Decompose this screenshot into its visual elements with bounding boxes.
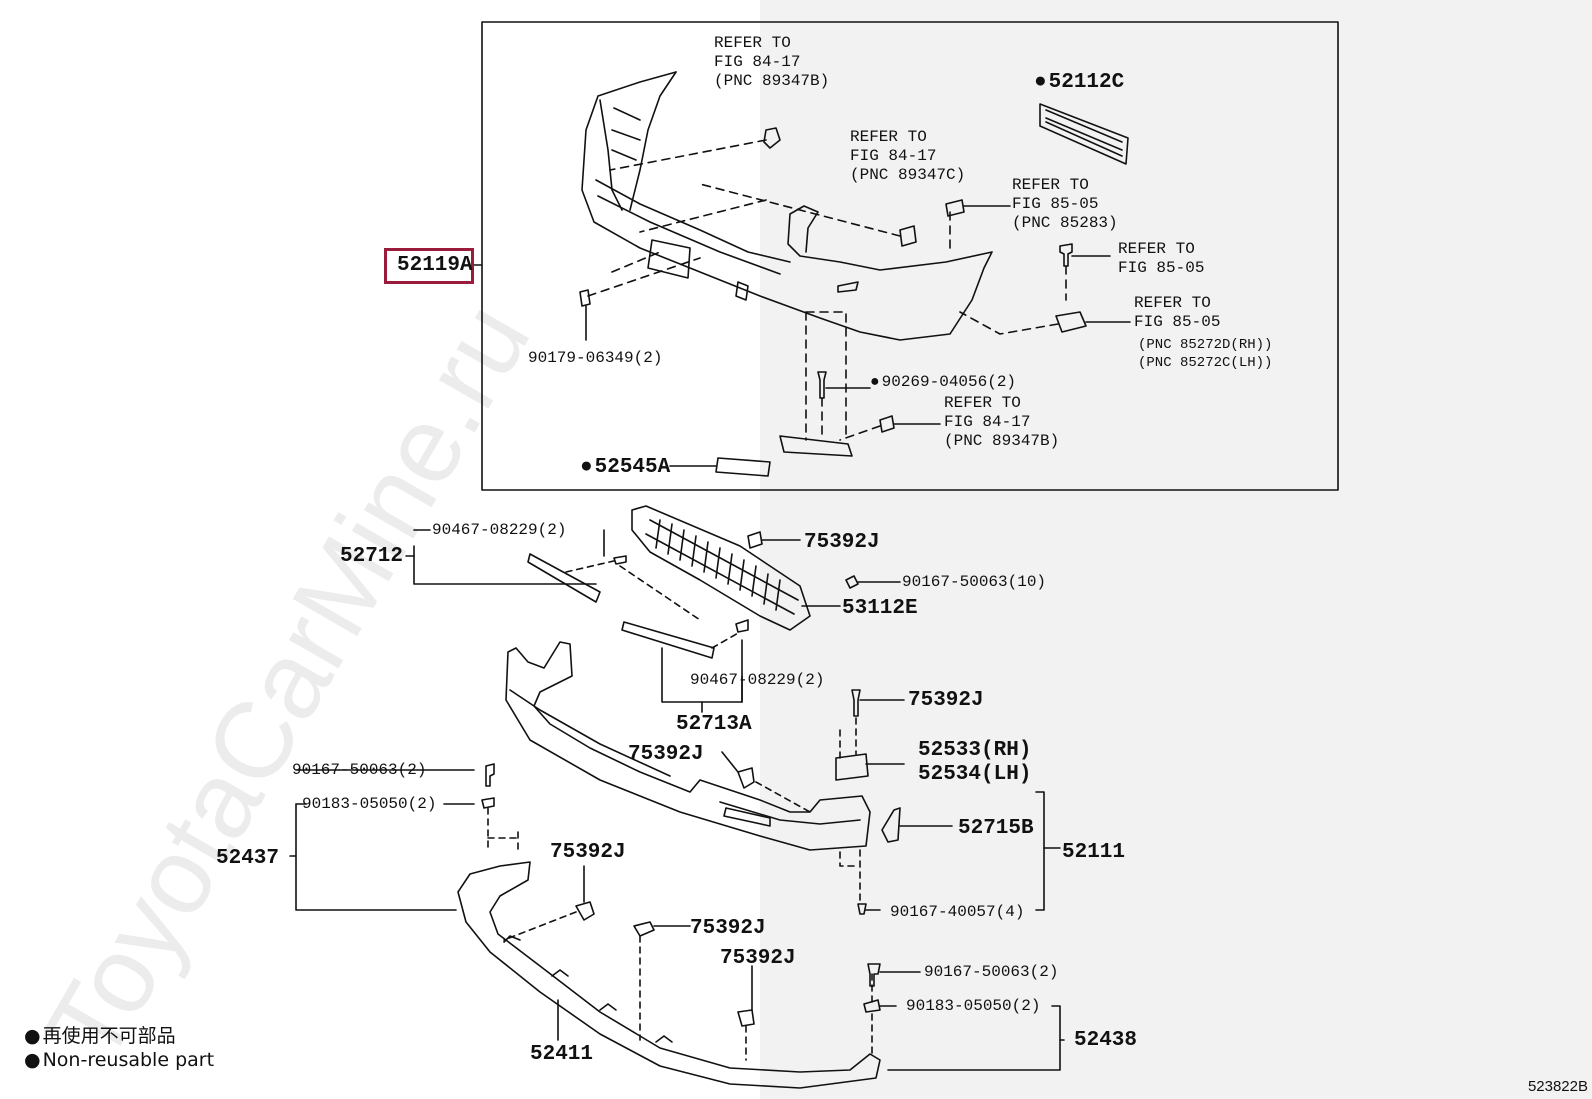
clip-75392j-6	[737, 1009, 755, 1027]
refer-label-89347c: REFER TO FIG 84-17 (PNC 89347C)	[850, 128, 966, 184]
screw-90167-50063-2b	[867, 963, 881, 987]
part-label-90167-2a: 90167-50063(2)	[292, 761, 427, 779]
clip-89347b-bottom	[879, 415, 895, 433]
tape-52545a	[715, 457, 771, 477]
part-label-75392j-4: 75392J	[550, 841, 626, 864]
clip-75392j-4	[575, 901, 595, 921]
part-label-52715b: 52715B	[958, 817, 1034, 840]
refer-label-89347b-bottom: REFER TO FIG 84-17 (PNC 89347B)	[944, 394, 1060, 450]
refer-label-85272-pnc: (PNC 85272D(RH)) (PNC 85272C(LH))	[1138, 337, 1273, 371]
grille-insert-52112c	[1039, 103, 1129, 165]
part-label-52534: 52534(LH)	[918, 763, 1032, 786]
part-label-90467-bottom: 90467-08229(2)	[690, 671, 825, 689]
molding-52713a	[621, 621, 715, 659]
gray-background-panel	[760, 0, 1592, 1099]
part-label-75392j-1: 75392J	[804, 531, 880, 554]
bracket-85272	[1055, 311, 1087, 333]
clip-89347c	[899, 225, 917, 247]
main-part-highlight[interactable]: 52119A	[384, 248, 474, 284]
clip-90183-a	[481, 797, 495, 809]
part-label-52713a: 52713A	[676, 713, 752, 736]
part-label-53112e: 53112E	[842, 597, 918, 620]
part-label-90167-40057: 90167-40057(4)	[890, 903, 1025, 921]
bumper-cover-52119a	[581, 71, 993, 341]
clip-90179	[579, 289, 591, 307]
refer-label-89347b-top: REFER TO FIG 84-17 (PNC 89347B)	[714, 34, 830, 90]
clip-90167-10	[845, 575, 859, 589]
bracket-52533	[835, 753, 869, 781]
part-label-75392j-2: 75392J	[908, 689, 984, 712]
part-label-75392j-5: 75392J	[690, 917, 766, 940]
part-label-90183-a: 90183-05050(2)	[302, 795, 437, 813]
legend-line-japanese: 再使用不可部品	[24, 1024, 214, 1048]
part-label-75392j-6: 75392J	[720, 947, 796, 970]
refer-label-85-05-bracket: REFER TO FIG 85-05	[1134, 294, 1221, 331]
part-label-52437: 52437	[216, 847, 280, 870]
clip-89347b-top	[763, 127, 781, 149]
part-label-75392j-3: 75392J	[628, 743, 704, 766]
clip-90183-b	[863, 999, 881, 1013]
part-label-90179: 90179-06349(2)	[528, 349, 663, 367]
molding-52712	[527, 553, 601, 603]
clip-90467-top	[613, 555, 627, 565]
part-label-52111: 52111	[1062, 841, 1126, 864]
screw-75392j-2	[851, 689, 861, 717]
part-label-52712: 52712	[340, 545, 404, 568]
figure-code: 523822B	[1527, 1078, 1588, 1095]
lower-grille-53112e	[631, 505, 811, 631]
part-label-52112c: 52112C	[1034, 72, 1125, 93]
clip-85283	[945, 199, 965, 217]
bracket-52715b	[881, 807, 901, 843]
part-label-52411: 52411	[530, 1043, 594, 1066]
lower-spoiler-52411	[457, 861, 881, 1089]
part-label-90269: 90269-04056(2)	[870, 374, 1016, 390]
screw-85-05	[1059, 243, 1073, 267]
part-label-90183-b: 90183-05050(2)	[906, 997, 1041, 1015]
part-label-90467-top: 90467-08229(2)	[432, 521, 567, 539]
part-label-52533: 52533(RH)	[918, 739, 1032, 762]
upper-assembly-frame	[481, 21, 1339, 491]
part-label-90167-2b: 90167-50063(2)	[924, 963, 1059, 981]
screw-90167-50063-2a	[485, 763, 495, 787]
legend-line-english: Non-reusable part	[24, 1048, 214, 1072]
refer-label-85283: REFER TO FIG 85-05 (PNC 85283)	[1012, 176, 1118, 232]
part-label-52438: 52438	[1074, 1029, 1138, 1052]
legend: 再使用不可部品 Non-reusable part	[24, 1024, 214, 1072]
clip-90467-bottom	[735, 619, 749, 633]
part-label-52119a: 52119A	[397, 254, 473, 277]
screw-90269	[817, 371, 827, 399]
screw-90167-40057	[857, 903, 867, 915]
clip-75392j-1	[747, 531, 763, 549]
part-label-90167-10: 90167-50063(10)	[902, 573, 1047, 591]
part-label-52545a: 52545A	[580, 457, 671, 478]
clip-75392j-5	[633, 921, 655, 937]
lower-bumper-52111	[505, 641, 871, 851]
clip-75392j-3	[737, 767, 755, 789]
bracket-lower	[779, 435, 853, 457]
refer-label-85-05-screw: REFER TO FIG 85-05	[1118, 240, 1205, 277]
